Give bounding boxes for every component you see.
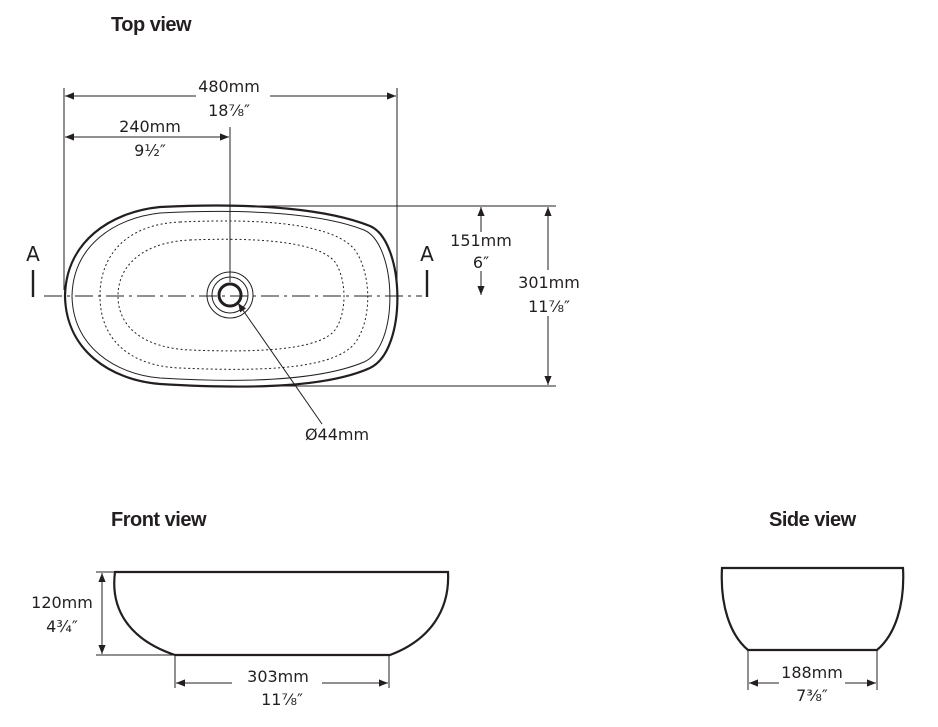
dim-301-metric: 301mm [518,273,580,292]
bowl-contour-outer [99,220,369,370]
dim-303-imperial: 11⅞″ [261,690,303,709]
dim-188-imperial: 7⅜″ [796,686,828,705]
basin-front-outline [113,570,450,657]
dim-front-height-metric: 120mm [31,593,93,612]
dim-480-metric: 480mm [198,77,260,96]
dim-151-metric: 151mm [450,231,512,250]
dim-front-height-imperial: 4¾″ [46,617,78,636]
front-view-title: Front view [111,509,207,531]
section-marker-right-label: A [420,242,434,266]
dim-480-imperial: 18⅞″ [208,101,250,120]
side-view-title: Side view [769,509,857,531]
waste-drain [217,282,243,308]
dim-301-imperial: 11⅞″ [528,297,570,316]
basin-top-outline [63,204,399,388]
section-marker-left-label: A [26,242,40,266]
dim-240-imperial: 9½″ [134,141,166,160]
dim-188-metric: 188mm [781,663,843,682]
top-view-title: Top view [111,14,192,36]
dim-151-imperial: 6″ [473,253,489,272]
bowl-contour-inner [117,238,345,352]
waste-mid-ring [211,276,249,314]
dim-303-metric: 303mm [247,667,309,686]
waste-outer-ring [206,271,254,319]
dim-240-metric: 240mm [119,117,181,136]
basin-side-outline [720,566,905,652]
dim-waste-diameter: Ø44mm [305,425,369,444]
basin-top-inner-rim [71,210,391,381]
waste-leader-line [237,302,323,425]
